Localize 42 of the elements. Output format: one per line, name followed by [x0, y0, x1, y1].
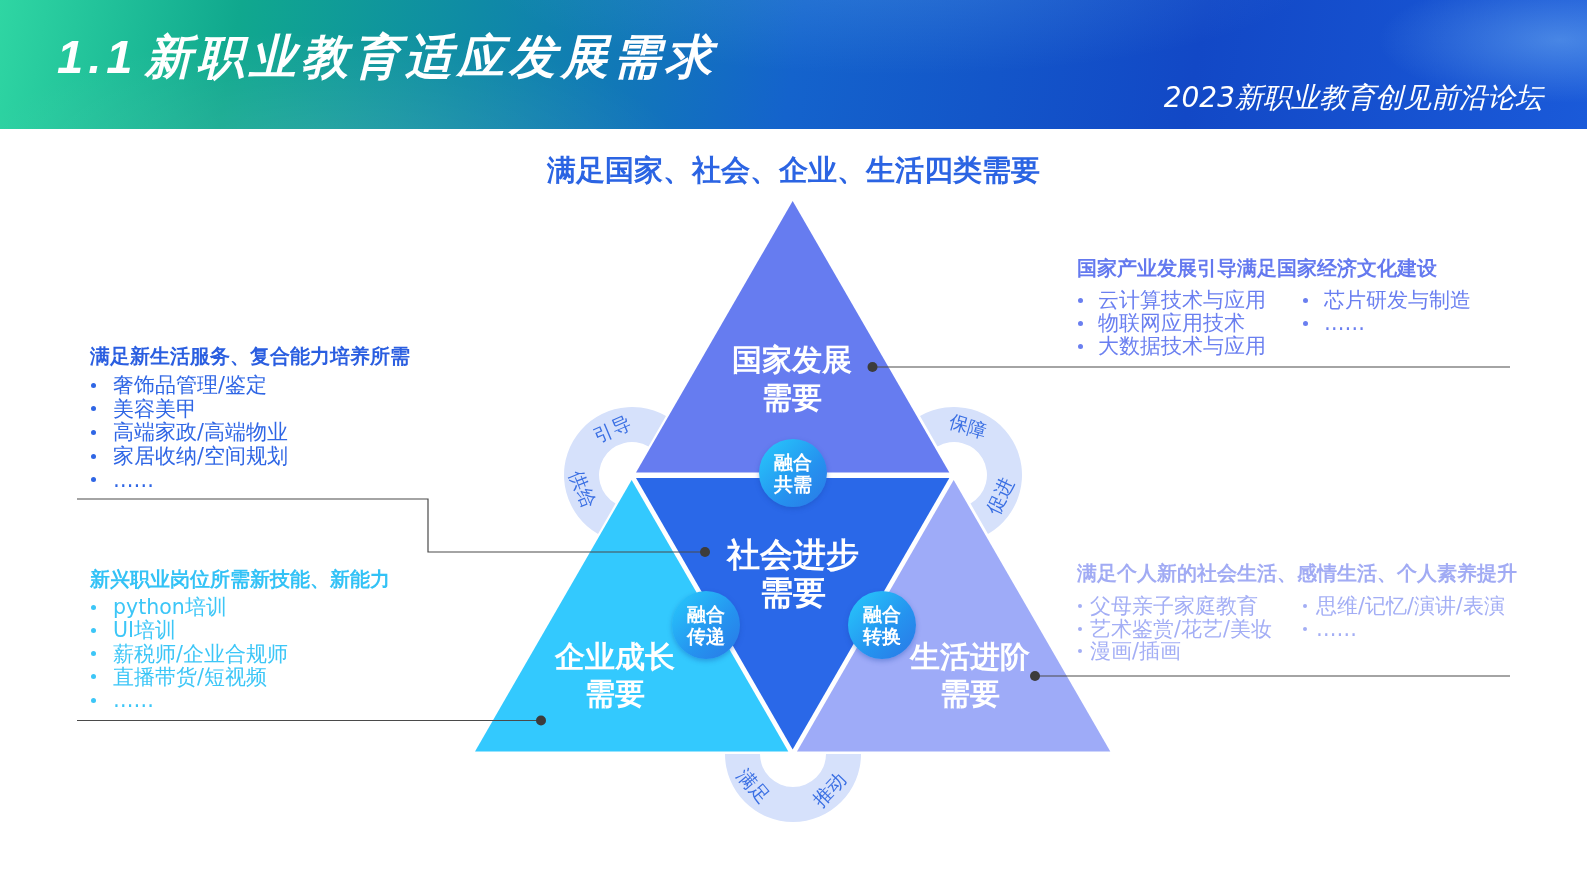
arc-label: 推动 — [808, 767, 851, 811]
list-item: 云计算技术与应用 — [1098, 288, 1266, 312]
arc-band — [920, 407, 1022, 534]
list-item: 高端家政/高端物业 — [113, 420, 288, 445]
list-item: …… — [113, 467, 154, 492]
list-item: 艺术鉴赏/花艺/美妆 — [1090, 616, 1272, 641]
triangle — [636, 201, 950, 473]
list-heading: 满足新生活服务、复合能力培养所需 — [90, 345, 410, 369]
list-item: 奢饰品管理/鉴定 — [113, 373, 267, 397]
slide-title: 1.1 新职业教育适应发展需求 — [57, 29, 719, 85]
list-heading: 国家产业发展引导满足国家经济文化建设 — [1077, 257, 1437, 281]
list-item: 直播带货/短视频 — [113, 664, 267, 689]
arc-label: 满足 — [733, 764, 775, 809]
list-item: python培训 — [113, 595, 227, 619]
triangle-label: 国家发展需要 — [731, 341, 854, 416]
list-heading: 新兴职业岗位所需新技能、新能力 — [90, 568, 390, 592]
arc-label: 供给 — [566, 467, 601, 511]
list-item: 家居收纳/空间规划 — [113, 444, 288, 469]
list-item: …… — [1324, 311, 1365, 335]
list-item: 父母亲子家庭教育 — [1090, 594, 1258, 618]
list-item: …… — [1316, 616, 1357, 641]
arc-band — [725, 754, 861, 822]
leader-line — [76, 715, 546, 726]
leader-line — [1030, 671, 1511, 681]
list-item: UI培训 — [113, 618, 177, 643]
leader-line — [76, 498, 710, 557]
arc-band — [564, 407, 666, 534]
event-name: 2023新职业教育创见前沿论坛 — [1163, 80, 1546, 116]
list-item: 漫画/插画 — [1090, 639, 1181, 663]
leader-line — [867, 362, 1511, 372]
list-item: 美容美甲 — [113, 396, 197, 421]
arc-label: 促进 — [981, 474, 1018, 519]
list-item: 芯片研发与制造 — [1324, 288, 1471, 312]
list-heading: 满足个人新的社会生活、感情生活、个人素养提升 — [1077, 562, 1517, 586]
arc-label: 保障 — [946, 410, 990, 443]
list-item: …… — [113, 688, 154, 713]
diagram-heading: 满足国家、社会、企业、生活四类需要 — [546, 152, 1040, 188]
list-item: 薪税师/企业合规师 — [113, 641, 288, 666]
list-item: 大数据技术与应用 — [1098, 334, 1266, 358]
arc-label: 引导 — [590, 410, 635, 447]
list-item: 物联网应用技术 — [1098, 311, 1245, 335]
list-item: 思维/记忆/演讲/表演 — [1316, 594, 1505, 618]
